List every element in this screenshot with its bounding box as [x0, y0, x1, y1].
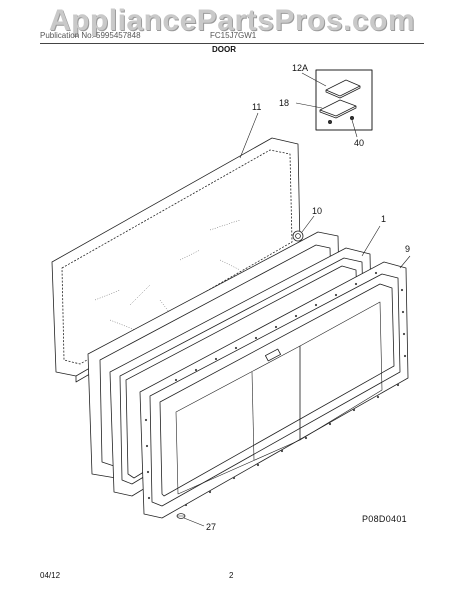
part-9-outer-door — [139, 255, 411, 519]
section-title: DOOR — [212, 45, 236, 54]
part-40-screw-b — [349, 116, 354, 121]
inset-parts-box — [295, 69, 373, 138]
callout-18: 18 — [279, 98, 290, 108]
door-rivets — [144, 271, 407, 507]
part-10-button — [292, 215, 315, 242]
diagram-code: P08D0401 — [362, 514, 407, 524]
part-27-screw — [176, 513, 205, 527]
callout-11: 11 — [252, 102, 262, 112]
header-rule — [40, 43, 424, 44]
publication-number: Publication No. 5995457848 — [40, 31, 141, 40]
part-12a-pad — [325, 79, 361, 99]
callout-27: 27 — [206, 522, 217, 532]
watermark-text: AppliancePartsPros.com — [48, 4, 416, 37]
footer-page-number: 2 — [229, 571, 234, 580]
model-number: FC15J7GW1 — [210, 31, 257, 40]
callout-40: 40 — [354, 138, 365, 148]
callout-10: 10 — [312, 206, 323, 216]
callout-1: 1 — [381, 214, 387, 224]
part-40-screw-a — [327, 120, 332, 125]
callout-12a: 12A — [292, 63, 309, 73]
part-18-pad — [319, 99, 357, 119]
footer-date: 04/12 — [40, 571, 61, 580]
callout-9: 9 — [405, 244, 411, 254]
